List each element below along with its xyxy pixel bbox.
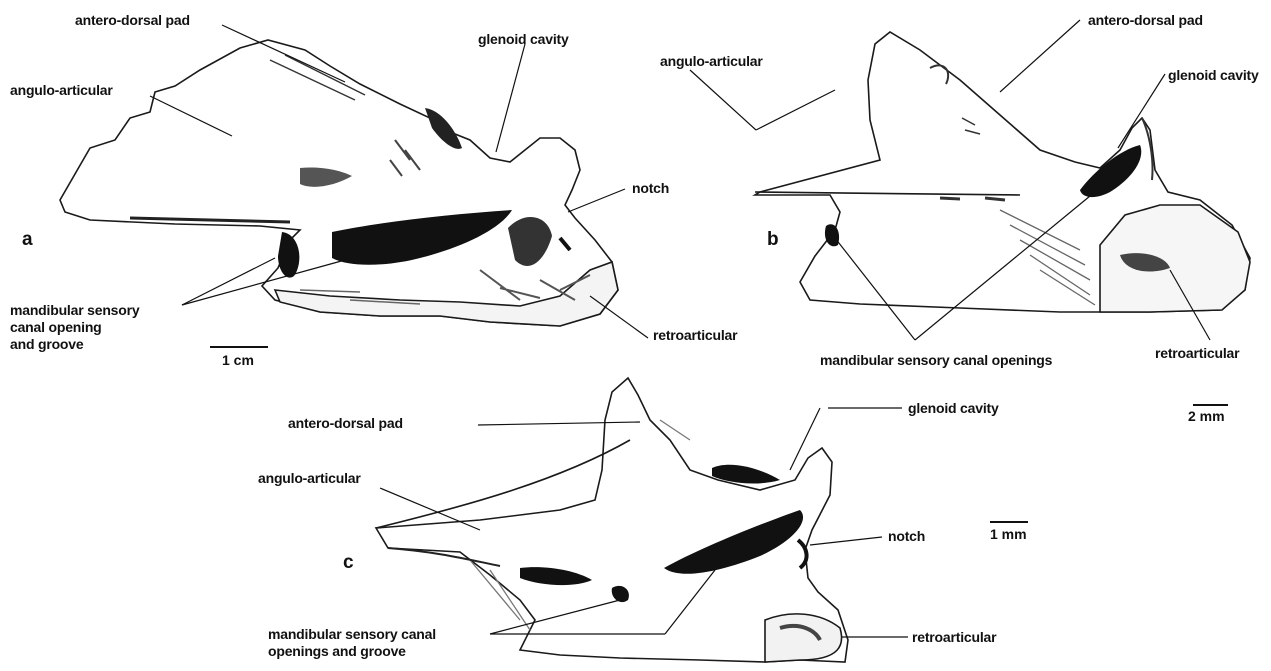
label-b-antero-dorsal-pad: antero-dorsal pad bbox=[1088, 12, 1203, 28]
panel-b-letter: b bbox=[767, 229, 779, 251]
label-c-retroarticular: retroarticular bbox=[912, 629, 996, 645]
panel-c-letter: c bbox=[343, 552, 354, 574]
label-c-mandibular-canal-2: openings and groove bbox=[268, 643, 406, 659]
label-a-mandibular-canal-3: and groove bbox=[10, 336, 83, 352]
label-b-angulo-articular: angulo-articular bbox=[660, 53, 763, 69]
label-a-mandibular-canal-2: canal opening bbox=[10, 319, 102, 335]
scale-c-label: 1 mm bbox=[990, 526, 1027, 542]
label-c-angulo-articular: angulo-articular bbox=[258, 470, 361, 486]
label-a-glenoid-cavity: glenoid cavity bbox=[478, 31, 569, 47]
label-a-retroarticular: retroarticular bbox=[653, 327, 737, 343]
label-a-notch: notch bbox=[632, 180, 669, 196]
panel-a-bone bbox=[60, 40, 618, 326]
label-c-mandibular-canal-1: mandibular sensory canal bbox=[268, 626, 436, 642]
label-c-notch: notch bbox=[888, 528, 925, 544]
label-a-antero-dorsal-pad: antero-dorsal pad bbox=[75, 12, 190, 28]
scale-a-label: 1 cm bbox=[222, 352, 254, 368]
label-b-retroarticular: retroarticular bbox=[1155, 345, 1239, 361]
scale-b-label: 2 mm bbox=[1188, 408, 1225, 424]
label-a-angulo-articular: angulo-articular bbox=[10, 82, 113, 98]
label-b-mandibular-canal-openings: mandibular sensory canal openings bbox=[820, 352, 1052, 368]
label-b-glenoid-cavity: glenoid cavity bbox=[1168, 67, 1259, 83]
label-a-mandibular-canal-1: mandibular sensory bbox=[10, 302, 139, 318]
label-c-antero-dorsal-pad: antero-dorsal pad bbox=[288, 415, 403, 431]
label-c-glenoid-cavity: glenoid cavity bbox=[908, 400, 999, 416]
panel-a-letter: a bbox=[22, 229, 33, 251]
